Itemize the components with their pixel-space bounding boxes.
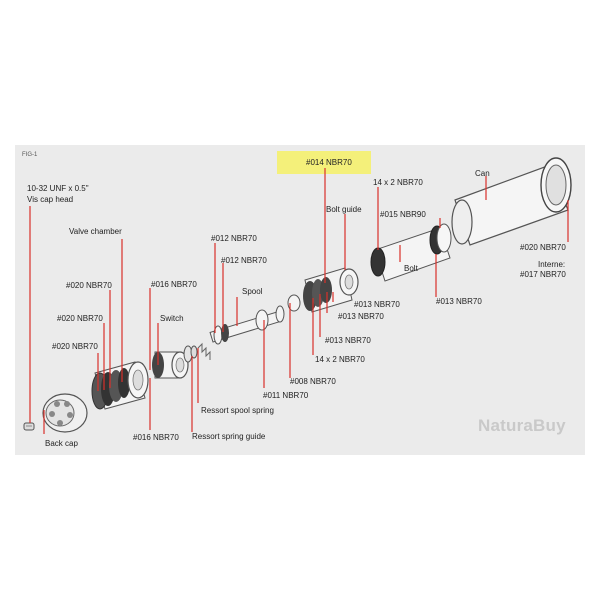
label-spool-spring: Ressort spool spring: [201, 406, 274, 415]
label-oring-14x2-top: 14 x 2 NBR70: [373, 178, 423, 187]
label-oring-020-c: #020 NBR70: [52, 342, 98, 351]
label-oring-012-a: #012 NBR70: [211, 234, 257, 243]
bolt-part: [370, 223, 452, 282]
switch-part: [152, 351, 189, 379]
label-valve-chamber: Valve chamber: [69, 227, 122, 236]
label-oring-013-c: #013 NBR70: [325, 336, 371, 345]
label-oring-020-a: #020 NBR70: [66, 281, 112, 290]
label-spring-guide: Ressort spring guide: [192, 432, 266, 441]
spring-guide-part: [183, 342, 211, 363]
label-oring-14x2-bottom: 14 x 2 NBR70: [315, 355, 365, 364]
can-part: [451, 157, 572, 246]
label-oring-020-can: #020 NBR70: [520, 243, 566, 252]
watermark-logo: NaturaBuy: [478, 416, 566, 435]
back-cap-part: [42, 393, 88, 433]
label-oring-014: #014 NBR70: [306, 158, 352, 167]
highlight-marker: [277, 151, 371, 174]
label-oring-015: #015 NBR90: [380, 210, 426, 219]
label-vis-cap-head: Vis cap head: [27, 195, 74, 204]
label-oring-012-b: #012 NBR70: [221, 256, 267, 265]
label-oring-016-bottom: #016 NBR70: [133, 433, 179, 442]
valve-chamber-part: [91, 361, 149, 410]
label-oring-020-b: #020 NBR70: [57, 314, 103, 323]
label-bolt-guide: Bolt guide: [326, 205, 362, 214]
label-oring-013-d: #013 NBR70: [436, 297, 482, 306]
label-spool: Spool: [242, 287, 263, 296]
label-oring-017: #017 NBR70: [520, 270, 566, 279]
label-oring-016-top: #016 NBR70: [151, 280, 197, 289]
label-bolt: Bolt: [404, 264, 418, 273]
figure-id: FIG-1: [22, 152, 38, 158]
bolt-guide-part: [303, 267, 359, 313]
label-can: Can: [475, 169, 490, 178]
label-switch: Switch: [160, 314, 184, 323]
label-oring-008: #008 NBR70: [290, 377, 336, 386]
leader-lines: [29, 168, 569, 434]
label-screw-size: 10-32 UNF x 0.5": [27, 184, 89, 193]
label-oring-011: #011 NBR70: [263, 391, 309, 400]
screw-part: [23, 422, 35, 431]
label-back-cap: Back cap: [45, 439, 78, 448]
label-oring-013-a: #013 NBR70: [354, 300, 400, 309]
label-interne: Interne:: [538, 260, 566, 269]
label-oring-013-b: #013 NBR70: [338, 312, 384, 321]
